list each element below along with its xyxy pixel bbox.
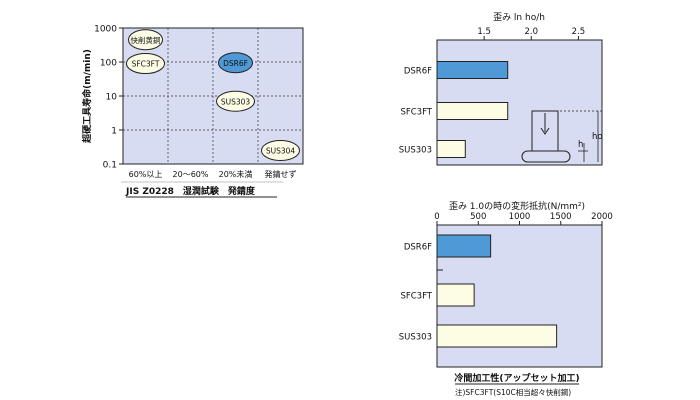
category-label: SFC3FT — [400, 292, 432, 302]
compressed-specimen — [521, 150, 571, 163]
point-label: SUS304 — [266, 146, 296, 155]
x-tick-label: 0 — [434, 212, 439, 222]
bar — [436, 140, 466, 158]
bar — [436, 283, 475, 307]
chart-title: 歪み 1.0の時の変形抵抗(N/mm²) — [449, 200, 585, 212]
point-label: SFC3FT — [132, 60, 160, 69]
x-tick-label: 2.5 — [572, 27, 586, 37]
point-marker — [216, 90, 255, 112]
category-label: DSR6F — [404, 243, 432, 253]
x-category-label: 発錆せず — [265, 169, 297, 179]
x-axis-title: JIS Z0228 湿潤試験 発錆度 — [125, 185, 256, 197]
chart-title: 歪み ln ho/h — [493, 12, 545, 23]
corrosion-tool-life-chart: 1000 100 10 1 0.1 超硬工具寿命(m/min) 60%以上 20～60% 20%… — [81, 25, 304, 198]
x-tick-label: 1000 — [509, 212, 531, 222]
category-label: SFC3FT — [400, 108, 432, 118]
x-category-label: 60%以上 — [129, 170, 163, 179]
ho-label: ho — [592, 132, 603, 142]
x-axis-title: 冷間加工性(アップセット加工) — [454, 372, 579, 384]
x-tick-label: 1.5 — [477, 27, 491, 37]
y-tick-label: 1 — [111, 127, 117, 137]
x-category-label: 20～60% — [173, 170, 209, 179]
x-tick-label: 2.0 — [525, 27, 539, 37]
x-tick-label: 1500 — [550, 212, 572, 222]
h-label: h — [578, 140, 583, 150]
load-arrow-head — [540, 127, 550, 135]
bar — [436, 324, 558, 348]
x-category-label: 20%未満 — [219, 169, 253, 179]
category-label: DSR6F — [404, 67, 432, 77]
bar — [436, 234, 492, 258]
point-label: DSR6F — [223, 59, 248, 68]
point-marker — [128, 29, 163, 51]
y-tick-label: 0.1 — [103, 161, 117, 171]
point-label: 快削黄銅 — [131, 35, 161, 45]
point-marker — [126, 53, 165, 75]
y-axis-label: 超硬工具寿命(m/min) — [81, 49, 93, 144]
y-tick-label: 1000 — [94, 25, 117, 35]
category-label: SUS303 — [399, 146, 432, 156]
footnote: 注)SFC3FT(S10C相当超々快削鋼) — [455, 387, 571, 397]
bar — [436, 102, 509, 120]
point-label: SUS303 — [221, 97, 251, 106]
bar — [436, 61, 509, 79]
x-tick-label: 500 — [470, 212, 486, 222]
point-marker — [261, 139, 300, 161]
y-tick-label: 100 — [100, 59, 117, 69]
point-marker — [218, 52, 253, 74]
deformation-resistance-bar-chart: 歪み 1.0の時の変形抵抗(N/mm²) 0 500 1000 1500 2000DSR6… — [399, 200, 613, 397]
x-tick-label: 2000 — [591, 212, 613, 222]
y-tick-label: 10 — [106, 93, 118, 103]
category-label: SUS303 — [399, 333, 432, 343]
